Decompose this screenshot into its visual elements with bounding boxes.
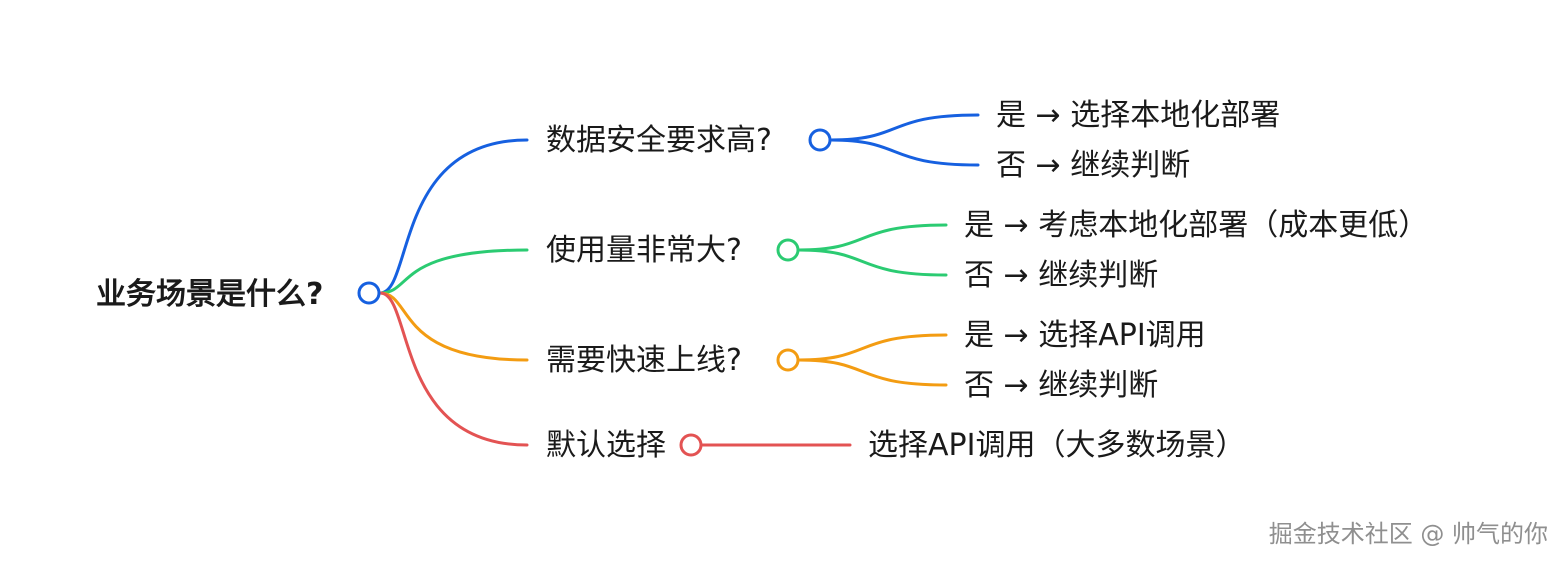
watermark: 掘金技术社区 @ 帅气的你 xyxy=(1268,520,1548,548)
branch-answer-no-usage-volume: 否 → 继续判断 xyxy=(964,258,1159,293)
node-circle-data-security[interactable] xyxy=(808,128,832,152)
edge-data-security-answer-1 xyxy=(829,138,980,167)
branch-answer-no-fast-launch: 否 → 继续判断 xyxy=(964,368,1159,403)
branch-answer-yes-usage-volume: 是 → 考虑本地化部署（成本更低） xyxy=(964,208,1429,243)
edge-root-to-usage-volume xyxy=(378,248,529,295)
node-circle-root[interactable] xyxy=(357,281,381,305)
mindmap-edges xyxy=(378,113,980,447)
edge-fast-launch-answer-0 xyxy=(797,333,948,362)
branch-question-default: 默认选择 xyxy=(546,428,666,463)
edge-root-to-fast-launch xyxy=(378,291,529,362)
branch-question-usage-volume: 使用量非常大? xyxy=(546,233,742,268)
edge-usage-volume-answer-0 xyxy=(797,223,948,252)
edge-root-to-default xyxy=(378,291,529,447)
edge-fast-launch-answer-1 xyxy=(797,358,948,387)
branch-answer-yes-fast-launch: 是 → 选择API调用 xyxy=(964,318,1206,353)
node-circle-fast-launch[interactable] xyxy=(776,348,800,372)
mindmap-nodes xyxy=(357,128,832,457)
root-node-label: 业务场景是什么? xyxy=(96,277,324,312)
branch-answer-yes-data-security: 是 → 选择本地化部署 xyxy=(996,98,1281,133)
branch-question-data-security: 数据安全要求高? xyxy=(546,123,772,158)
node-circle-default[interactable] xyxy=(679,433,703,457)
edge-usage-volume-answer-1 xyxy=(797,248,948,277)
branch-question-fast-launch: 需要快速上线? xyxy=(546,343,742,378)
edge-data-security-answer-0 xyxy=(829,113,980,142)
node-circle-usage-volume[interactable] xyxy=(776,238,800,262)
edge-root-to-data-security xyxy=(378,138,529,295)
branch-answer-no-data-security: 否 → 继续判断 xyxy=(996,148,1191,183)
branch-answer-default: 选择API调用（大多数场景） xyxy=(868,428,1246,463)
